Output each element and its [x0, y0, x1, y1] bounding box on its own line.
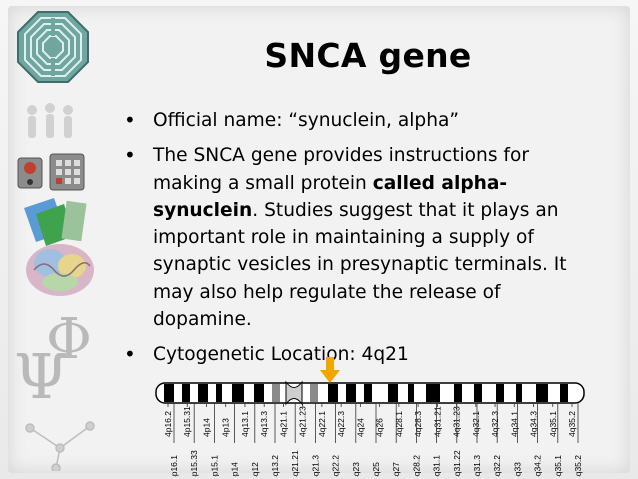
band-label-lower: 4q31.1	[432, 455, 442, 477]
chromosome-band	[232, 384, 244, 402]
band-label: 4q28.3	[413, 411, 423, 437]
band-label: 4q35.2	[567, 411, 577, 437]
band-label: 4q26	[375, 418, 385, 437]
chromosome-band	[516, 384, 522, 402]
decorative-sidebar: Ψ Φ	[10, 8, 106, 471]
chromosome-band	[454, 384, 462, 402]
band-label-lower: 4q25	[371, 462, 381, 477]
band-label-lower: 4q27	[391, 462, 401, 477]
band-label: 4q35.1	[548, 411, 558, 437]
network-icon	[25, 421, 95, 471]
band-label-lower: 4q35.1	[553, 455, 563, 477]
chromosome-ideogram: 4p16.2 4p15.31 4p14 4p13 4q13.1 4q13.3 4q21.1 4…	[155, 357, 585, 477]
band-label-lower: 4q22.2	[331, 455, 341, 477]
chromosome-band	[388, 384, 398, 402]
band-label-lower: 4q13.2	[270, 455, 280, 477]
brain-icon	[26, 244, 94, 296]
ideogram-group: 4p16.2 4p15.31 4p14 4p13 4q13.1 4q13.3 4q21.1 4…	[155, 357, 585, 477]
chromosome-band	[474, 384, 482, 402]
band-label-lower: 4q33	[512, 462, 522, 477]
chromosome-band	[164, 384, 174, 402]
band-label: 4p15.31	[182, 406, 192, 437]
band-label: 4p16.2	[163, 411, 173, 437]
band-label-lower: 4p14	[230, 462, 240, 477]
location-arrow-shaft	[326, 357, 334, 371]
slide-title: SNCA gene	[264, 36, 472, 75]
chromosome-band	[182, 384, 190, 402]
band-label-lower: 4p15.1	[209, 455, 219, 477]
band-label: 4q32.1	[471, 411, 481, 437]
band-label: 4p14	[201, 418, 211, 437]
band-label-lower: 4q31.3	[472, 455, 482, 477]
labyrinth-logo-icon	[17, 11, 89, 83]
band-label: 4p13	[221, 418, 231, 437]
band-label: 4q13.1	[240, 411, 250, 437]
band-label: 4q22.3	[336, 411, 346, 437]
band-label-lower: 4q21.21	[290, 450, 300, 477]
chromosome-band	[216, 384, 222, 402]
bullet-official-name: Official name: “synuclein, alpha”	[122, 107, 592, 135]
location-arrow-head	[320, 370, 340, 383]
band-label: 4q24	[355, 418, 365, 437]
band-label-lower: 4q23	[351, 462, 361, 477]
greek-letters-icon: Ψ Φ	[14, 307, 92, 413]
band-label-lower: 4q21.3	[310, 455, 320, 477]
band-label-lower: 4q34.2	[533, 455, 543, 477]
bullet-list: Official name: “synuclein, alpha” The SN…	[122, 107, 592, 377]
band-label-lower: 4q28.2	[411, 455, 421, 477]
band-label-lower: 4p15.33	[189, 450, 199, 477]
band-label: 4q22.1	[317, 411, 327, 437]
sidebar-art: Ψ Φ	[14, 11, 95, 471]
chromosome-band	[346, 384, 356, 402]
band-label-lower: 4p16.1	[169, 455, 179, 477]
chromosome-band-grey	[310, 384, 318, 402]
chromosome-band	[328, 384, 338, 402]
svg-text:Φ: Φ	[46, 307, 92, 372]
description-bold-text: called alpha-synuclein	[153, 172, 508, 221]
centromere	[285, 380, 303, 406]
band-label: 4q31.21	[432, 406, 442, 437]
band-label-lower: 4q31.22	[452, 450, 462, 477]
chromosome-band	[536, 384, 548, 402]
chromosome-band	[560, 384, 568, 402]
band-label-lower: 4q12	[250, 462, 260, 477]
bullet-cytogenetic-location: Cytogenetic Location: 4q21	[122, 341, 592, 369]
band-label: 4q32.3	[490, 411, 500, 437]
chromosome-band	[364, 384, 372, 402]
band-label: 4q34.3	[529, 411, 539, 437]
chromosome-band	[198, 384, 208, 402]
band-label: 4q13.3	[259, 411, 269, 437]
description-text: The SNCA gene provides instructions for …	[153, 145, 529, 194]
chromosome-band	[408, 384, 414, 402]
chromosome-band	[496, 384, 504, 402]
description-text-rest: . Studies suggest that it plays an impor…	[153, 199, 567, 331]
band-label: 4q34.1	[509, 411, 519, 437]
books-icon	[24, 198, 87, 246]
band-label: 4q21.23	[298, 406, 308, 437]
band-label-lower: 4q32.2	[492, 455, 502, 477]
bullet-description: The SNCA gene provides instructions for …	[122, 142, 592, 333]
chromosome-band-grey	[272, 384, 280, 402]
band-label: 4q21.1	[278, 411, 288, 437]
device-icons	[17, 153, 85, 191]
chromosome-band	[426, 384, 440, 402]
figures-icon	[27, 103, 73, 138]
svg-text:Ψ: Ψ	[14, 340, 68, 413]
band-label-lower: 4q35.2	[573, 455, 583, 477]
band-label: 4q28.1	[394, 411, 404, 437]
chromosome-band	[254, 384, 264, 402]
